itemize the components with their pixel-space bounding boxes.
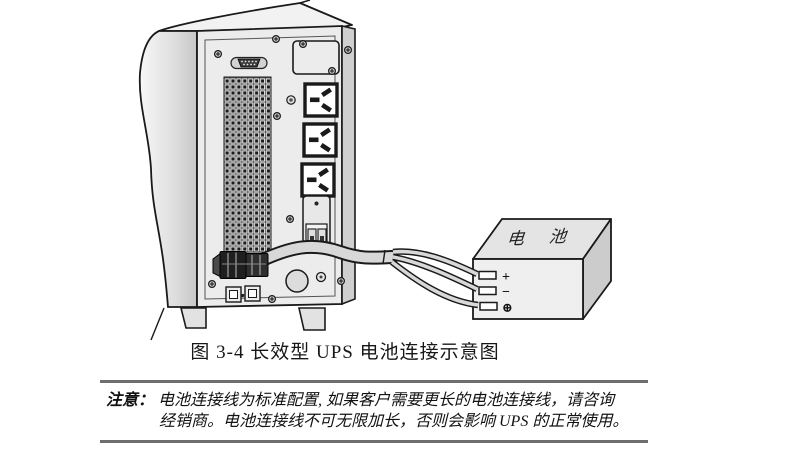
screw-icon [273, 111, 281, 121]
note-line-2: 经销商。电池连接线不可无限加长，否则会影响 UPS 的正常使用。 [159, 413, 629, 430]
terminal-minus-label: − [502, 285, 510, 300]
db9-serial-port-icon [230, 56, 268, 70]
screw-icon [214, 49, 222, 59]
battery-terminal-positive [478, 270, 497, 280]
ups-skirt-line [150, 307, 165, 341]
round-port-icon [285, 269, 309, 293]
screw-icon [328, 66, 336, 76]
note-line-1: 注意：电池连接线为标准配置, 如果客户需要更长的电池连接线，请咨询 [106, 390, 644, 411]
ups-foot-right [297, 307, 326, 331]
ups-top-face [158, 2, 353, 32]
snmp-slot-cover [292, 40, 340, 75]
network-port-icon [225, 286, 242, 303]
screw-icon [208, 280, 216, 288]
screw-icon [299, 39, 307, 49]
battery-wires [389, 248, 479, 309]
vent-grille [223, 76, 272, 253]
note-text-1: 电池连接线为标准配置, 如果客户需要更长的电池连接线，请咨询 [158, 392, 615, 409]
battery-connector-icon [212, 251, 269, 279]
output-socket-icon [303, 82, 339, 118]
hex-hole-icon [286, 95, 296, 105]
network-port-icon [244, 285, 261, 302]
battery-cable [251, 239, 399, 269]
screw-icon [344, 45, 352, 55]
output-socket-icon [300, 162, 336, 198]
battery-terminals: + − ⊕ [478, 270, 513, 315]
screw-icon [272, 34, 280, 44]
terminal-plus-label: + [502, 270, 510, 285]
panel-inner-border [204, 35, 336, 300]
note-label: 注意： [106, 392, 155, 409]
screw-icon [268, 295, 276, 303]
ups-foot-left [179, 307, 207, 329]
ground-symbol-icon: ⊕ [502, 300, 513, 315]
battery-label: 电 池 [505, 226, 581, 249]
figure-caption: 图 3-4 长效型 UPS 电池连接示意图 [190, 342, 500, 363]
ups-tower [138, 0, 356, 341]
screw-icon [286, 215, 294, 223]
ups-side-panel [138, 30, 198, 308]
battery-terminal-negative [478, 286, 497, 296]
ups-battery-connection-diagram: 电 池 + [138, 0, 612, 341]
screw-icon [337, 277, 345, 285]
ups-right-edge [341, 24, 356, 306]
note-box: 注意：电池连接线为标准配置, 如果客户需要更长的电池连接线，请咨询 经销商。电池… [100, 380, 648, 443]
output-socket-icon [302, 122, 338, 158]
led-dot-icon [241, 293, 245, 298]
battery-terminal-ground [479, 301, 498, 311]
